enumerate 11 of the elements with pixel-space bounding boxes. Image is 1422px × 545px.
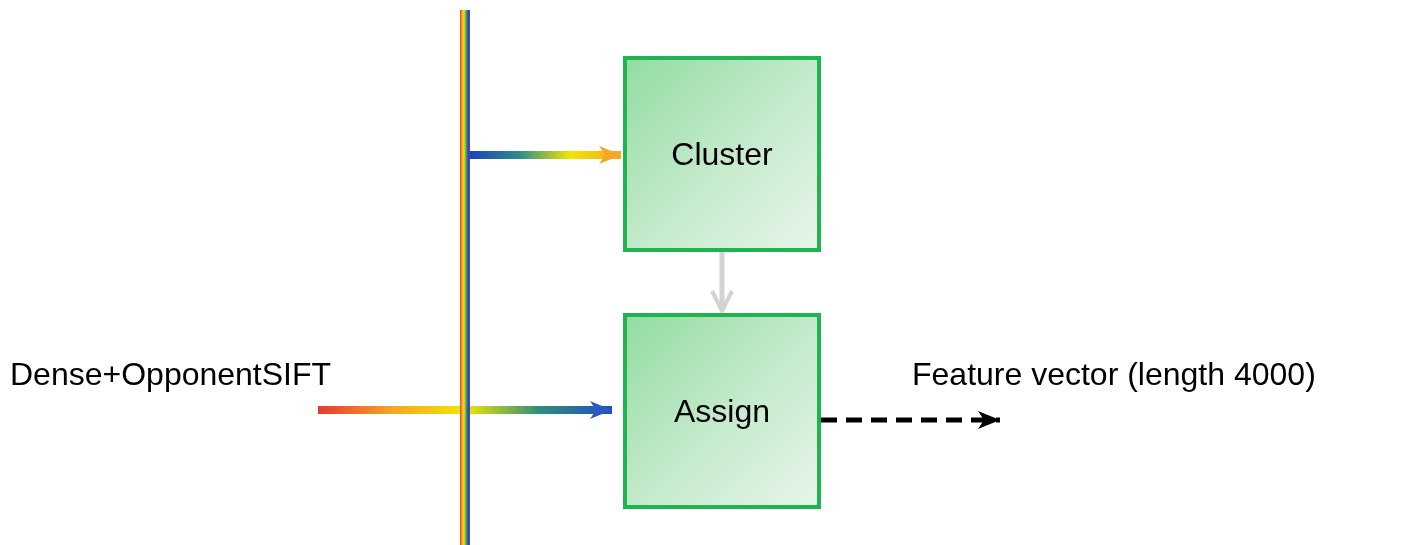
arrow bbox=[821, 411, 1000, 429]
arrow bbox=[318, 401, 612, 419]
process-box bbox=[623, 313, 821, 509]
process-box bbox=[623, 56, 821, 252]
process-label: Assign bbox=[673, 391, 770, 431]
text-label: Dense+OpponentSIFT bbox=[10, 355, 332, 394]
text-label: Feature vector (length 4000) bbox=[912, 355, 1316, 394]
gradient-bar bbox=[460, 10, 470, 545]
arrow bbox=[470, 146, 621, 164]
process-label: Cluster bbox=[671, 134, 773, 174]
arrow bbox=[710, 252, 734, 313]
